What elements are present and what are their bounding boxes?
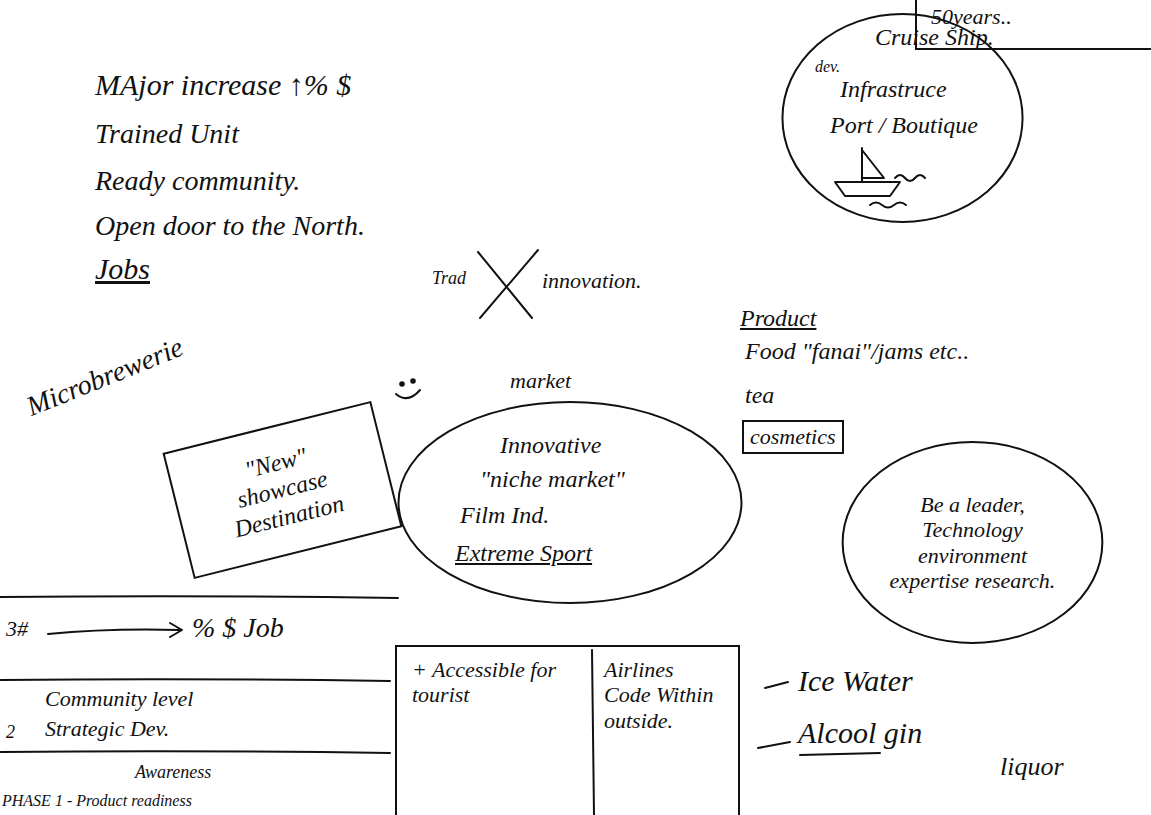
note-label: liquor <box>1000 752 1064 782</box>
note-label: Alcool gin <box>798 716 922 751</box>
node-text: Cruise Ship. <box>875 24 994 52</box>
cross-mark <box>480 250 538 318</box>
node-text: "New" showcase Destination <box>200 432 366 549</box>
note-label: Trained Unit <box>95 118 239 150</box>
note-label: Ready community. <box>95 165 300 197</box>
sketch-circle: Be a leader, Technology environment expe… <box>840 440 1105 645</box>
node-text: Airlines Code Within outside. <box>604 657 714 733</box>
note-label: Trad <box>432 268 466 289</box>
node-text: + Accessible for tourist <box>412 657 582 708</box>
node-text: dev. <box>815 58 840 76</box>
node-text: market <box>510 368 571 393</box>
boat-sail <box>862 150 884 178</box>
band-line <box>0 596 398 598</box>
node-text: cosmetics <box>750 424 836 449</box>
note-label: Open door to the North. <box>95 210 365 242</box>
circle-stroke <box>782 14 1022 222</box>
table-divider <box>592 650 594 815</box>
node-text: "niche market" <box>480 466 625 494</box>
band-line <box>0 751 390 753</box>
note-label: 2 <box>6 722 15 743</box>
sketch-circle: Cruise Ship. dev.InfrastrucePort / Boutiq… <box>780 12 1025 224</box>
node-text: Innovative <box>500 432 601 460</box>
sketch-box: cosmetics <box>742 420 844 454</box>
note-label: Strategic Dev. <box>45 716 169 741</box>
note-label: Food "fanai"/jams etc.. <box>745 338 969 366</box>
underline-stroke <box>800 753 880 755</box>
waves <box>895 175 925 181</box>
note-label: Jobs <box>95 252 150 287</box>
note-label: Product <box>740 305 816 333</box>
smiley-mouth <box>396 390 420 398</box>
circle-stroke <box>843 442 1103 643</box>
dash-mark <box>758 742 790 748</box>
note-label: Ice Water <box>798 664 913 699</box>
note-label: PHASE 1 - Product readiness <box>2 792 192 810</box>
note-label: innovation. <box>542 268 642 293</box>
arrow-line <box>48 630 180 635</box>
smiley-eye <box>411 379 415 383</box>
boat-hull <box>835 182 900 196</box>
note-label: 3# <box>6 616 28 641</box>
dash-mark <box>765 682 788 688</box>
node-text: Be a leader, Technology environment expe… <box>885 492 1060 593</box>
note-label: Community level <box>45 686 193 711</box>
node-text: Extreme Sport <box>455 540 592 568</box>
sketch-box: "New" showcase Destination <box>162 401 402 579</box>
arrow-head <box>170 623 182 637</box>
note-label: MAjor increase ↑% $ <box>95 68 351 103</box>
note-label: % $ Job <box>192 612 284 644</box>
band-line <box>0 679 390 681</box>
node-text: Port / Boutique <box>830 112 978 140</box>
sketch-circle: marketInnovative"niche market"Film Ind.E… <box>395 400 745 605</box>
node-text: Film Ind. <box>460 502 549 530</box>
circle-outline <box>395 400 745 605</box>
waves <box>870 203 906 208</box>
sketch-box: + Accessible for tourist Airlines Code Wi… <box>395 645 740 815</box>
boat-mast <box>861 148 863 182</box>
note-label: Awareness <box>135 762 211 783</box>
note-label: Microbrewerie <box>22 331 188 423</box>
node-text: Infrastruce <box>840 76 947 104</box>
smiley-eye <box>400 382 404 386</box>
cross-mark <box>478 252 532 318</box>
note-label: tea <box>745 382 774 410</box>
circle-stroke <box>399 402 742 603</box>
